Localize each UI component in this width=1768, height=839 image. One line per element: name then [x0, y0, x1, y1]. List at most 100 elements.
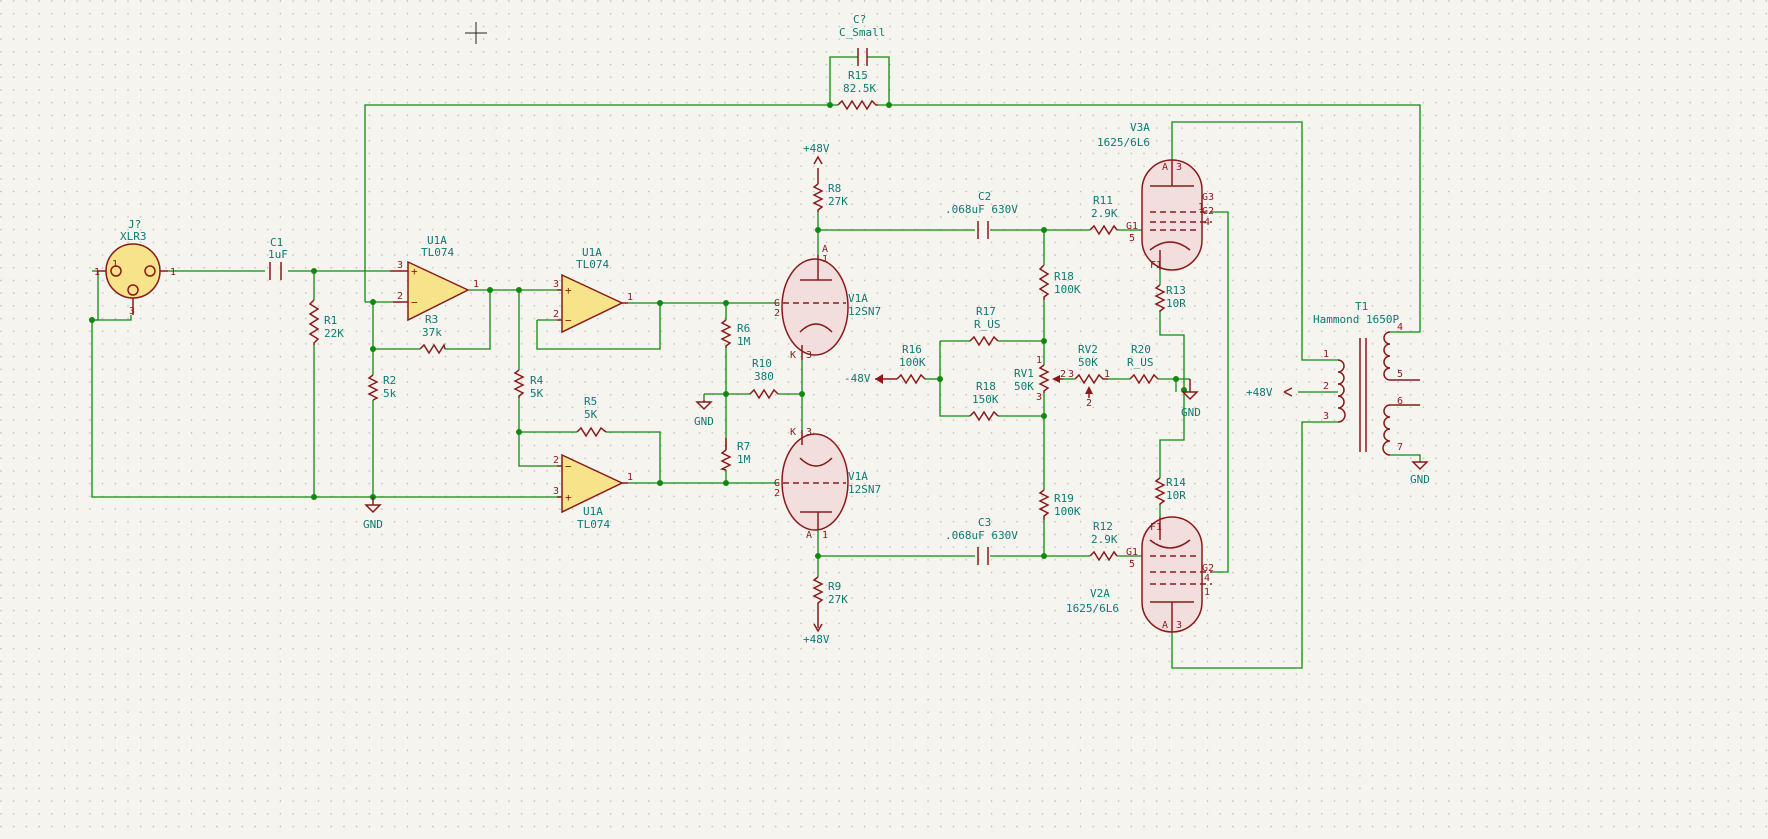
n48-label: -48V — [844, 372, 871, 385]
u1a-1-pin-2: 2 — [397, 291, 403, 302]
j-value: XLR3 — [120, 230, 147, 243]
rv2-pin-2: 2 — [1086, 398, 1092, 409]
resistor-r4[interactable]: R4 5K — [513, 369, 544, 400]
r18b-ref: R18 — [976, 380, 996, 393]
c1-value: 1uF — [268, 248, 288, 261]
v2a-value: 1625/6L6 — [1066, 602, 1119, 615]
opamp-u1a-3[interactable]: − + 2 3 1 U1A TL074 — [553, 453, 633, 531]
v2a-pin-g2: G2 — [1202, 563, 1214, 574]
power-neg48v: -48V — [844, 372, 897, 385]
resistor-r14[interactable]: R14 10R — [1154, 476, 1186, 505]
tube-v1a-bottom[interactable]: G 2 K 3 A 1 V1A 12SN7 — [774, 427, 881, 541]
t1-ref: T1 — [1355, 300, 1368, 313]
r5-ref: R5 — [584, 395, 597, 408]
resistor-r2[interactable]: R2 5k — [367, 374, 397, 401]
v1a-top-ref: V1A — [848, 292, 868, 305]
resistor-r9[interactable]: R9 27K — [812, 576, 848, 606]
opamp-u1a-2[interactable]: + − 3 2 1 U1A TL074 — [553, 246, 633, 334]
resistor-r18-bottom[interactable]: R18 150K — [969, 380, 999, 422]
resistor-r3[interactable]: R3 37k — [419, 313, 446, 355]
resistor-r16[interactable]: R16 100K — [896, 343, 926, 385]
v1a-top-pin-3: 3 — [806, 350, 812, 361]
ground-symbol-1: GND — [363, 497, 383, 531]
resistor-r20[interactable]: R20 R_US — [1127, 343, 1159, 385]
resistor-r19[interactable]: R19 100K — [1038, 489, 1081, 520]
resistor-r7[interactable]: R7 1M — [719, 438, 751, 471]
power-48v-right: +48V — [1246, 386, 1293, 399]
opamp-u1a-1[interactable]: + − 3 2 1 U1A TL074 — [390, 234, 479, 322]
v1a-top-pin-2: 2 — [774, 308, 780, 319]
r2-ref: R2 — [383, 374, 396, 387]
resistor-r1[interactable]: R1 22K — [308, 299, 344, 345]
v1a-bot-pin-2: 2 — [774, 488, 780, 499]
potentiometer-rv2[interactable]: RV2 50K 3 1 2 — [1068, 343, 1110, 409]
resistor-r13[interactable]: R13 10R — [1154, 284, 1186, 312]
v2a-pin-3: 3 — [1176, 620, 1182, 631]
resistor-r6[interactable]: R6 1M — [720, 319, 751, 348]
u1a-2-pin-1: 1 — [627, 292, 633, 303]
resistor-r18-top[interactable]: R18 100K — [1038, 264, 1081, 300]
resistor-r8[interactable]: R8 27K — [812, 182, 848, 212]
r7-value: 1M — [737, 453, 751, 466]
j-ref: J? — [128, 218, 141, 231]
tube-v1a-top[interactable]: G 2 1 A K 3 V1A 12SN7 — [774, 244, 881, 361]
r13-value: 10R — [1166, 297, 1186, 310]
rv2-ref: RV2 — [1078, 343, 1098, 356]
c1-ref: C1 — [270, 236, 283, 249]
resistor-r10[interactable]: R10 380 — [749, 357, 779, 400]
svg-text:−: − — [565, 460, 572, 473]
u1a-2-pin-2: 2 — [553, 309, 559, 320]
u1a-2-ref: U1A — [582, 246, 602, 259]
gnd-label-2: GND — [694, 415, 714, 428]
r9-ref: R9 — [828, 580, 841, 593]
ground-symbol-2: GND — [694, 400, 714, 428]
c2-value: .068uF 630V — [945, 203, 1018, 216]
v3a-pin-g2: G2 — [1202, 206, 1214, 217]
capacitor-c-small[interactable]: C? C_Small — [839, 13, 885, 66]
r12-value: 2.9K — [1091, 533, 1118, 546]
r16-ref: R16 — [902, 343, 922, 356]
v3a-pin-5: 5 — [1129, 233, 1135, 244]
v1a-bot-ref: V1A — [848, 470, 868, 483]
capacitor-c2[interactable]: C2 .068uF 630V — [945, 190, 1018, 239]
resistor-r12[interactable]: R12 2.9K — [1089, 520, 1118, 562]
power-48v-top: +48V — [803, 142, 830, 184]
tube-v3a[interactable]: A 3 G1 5 G3 1 G2 4 F1 V3A 1625/6L6 — [1097, 121, 1214, 271]
c3-ref: C3 — [978, 516, 991, 529]
v1a-bot-pin-3: 3 — [806, 427, 812, 438]
gnd-label-1: GND — [363, 518, 383, 531]
tube-v2a[interactable]: G1 5 G2 4 1 A 3 F1 V2A 1625/6L6 — [1066, 516, 1214, 633]
r3-value: 37k — [422, 326, 442, 339]
rv1-pin-2: 2 — [1060, 369, 1066, 380]
r8-value: 27K — [828, 195, 848, 208]
r16-value: 100K — [899, 356, 926, 369]
t1-pin-7: 7 — [1397, 442, 1403, 453]
cq-ref: C? — [853, 13, 866, 26]
potentiometer-rv1[interactable]: RV1 50K 1 2 3 — [1014, 355, 1066, 403]
r19-ref: R19 — [1054, 492, 1074, 505]
cq-value: C_Small — [839, 26, 885, 39]
v3a-pin-g3: G3 — [1202, 192, 1214, 203]
u1a-3-pin-1: 1 — [627, 472, 633, 483]
r6-ref: R6 — [737, 322, 750, 335]
gnd-label-4: GND — [1410, 473, 1430, 486]
v3a-pin-f1: F1 — [1150, 260, 1162, 271]
resistor-r5[interactable]: R5 5K — [576, 395, 607, 438]
u1a-1-value: TL074 — [421, 246, 454, 259]
transformer-t1[interactable]: 1 2 3 4 5 6 7 T1 Hammond 1650P — [1313, 300, 1420, 456]
r14-ref: R14 — [1166, 476, 1186, 489]
v2a-ref: V2A — [1090, 587, 1110, 600]
capacitor-c1[interactable]: C1 1uF — [268, 236, 288, 280]
j-pin-1: 1 — [94, 267, 100, 278]
xlr-connector-j[interactable]: J? XLR3 1 1 1 3 — [94, 218, 176, 317]
r18a-value: 100K — [1054, 283, 1081, 296]
resistor-r15[interactable]: R15 82.5K — [837, 69, 878, 111]
capacitor-c3[interactable]: C3 .068uF 630V — [945, 516, 1018, 565]
svg-text:+: + — [411, 265, 418, 278]
resistor-r17[interactable]: R17 R_US — [969, 305, 1001, 347]
r20-value: R_US — [1127, 356, 1154, 369]
resistor-r11[interactable]: R11 2.9K — [1089, 194, 1118, 236]
